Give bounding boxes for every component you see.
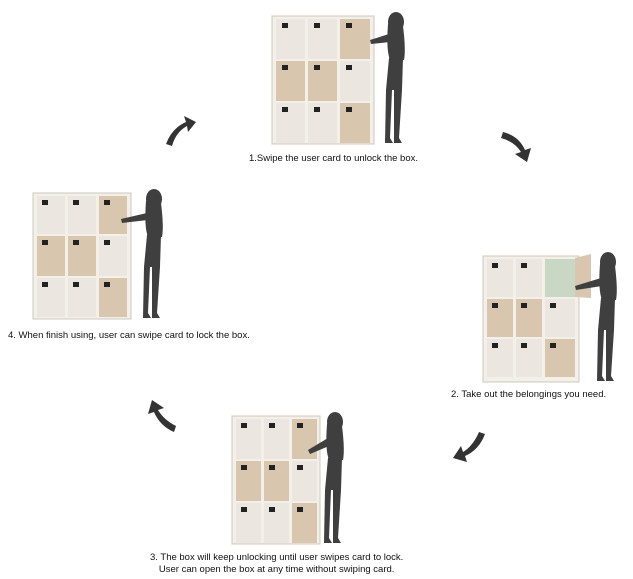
step-2-caption: 2. Take out the belongings you need. <box>451 389 606 401</box>
step-2-scene <box>483 252 631 382</box>
step-2-illustration <box>483 252 631 382</box>
curved-arrow-icon <box>497 126 537 166</box>
step-4-scene <box>33 187 173 322</box>
step-4-caption: 4. When finish using, user can swipe car… <box>8 330 250 342</box>
curved-arrow-icon <box>140 396 180 436</box>
curved-arrow-icon <box>449 428 489 468</box>
step-3-caption-line-2: User can open the box at any time withou… <box>150 564 403 576</box>
step-3-caption: 3. The box will keep unlocking until use… <box>150 552 403 576</box>
locker-cabinet <box>33 193 131 319</box>
locker-cabinet <box>483 254 591 382</box>
locker-cabinet <box>232 416 320 544</box>
locker-cabinet <box>272 16 374 144</box>
person-silhouette-icon <box>370 12 405 143</box>
step-1-caption: 1.Swipe the user card to unlock the box. <box>249 153 418 165</box>
step-3-caption-line-1: 3. The box will keep unlocking until use… <box>150 552 403 564</box>
step-1-illustration <box>272 10 417 145</box>
curved-arrow-icon <box>160 110 200 150</box>
step-3-illustration <box>232 410 352 545</box>
step-1-scene <box>272 10 417 145</box>
step-3-scene <box>232 410 352 545</box>
step-4-illustration <box>33 187 173 322</box>
